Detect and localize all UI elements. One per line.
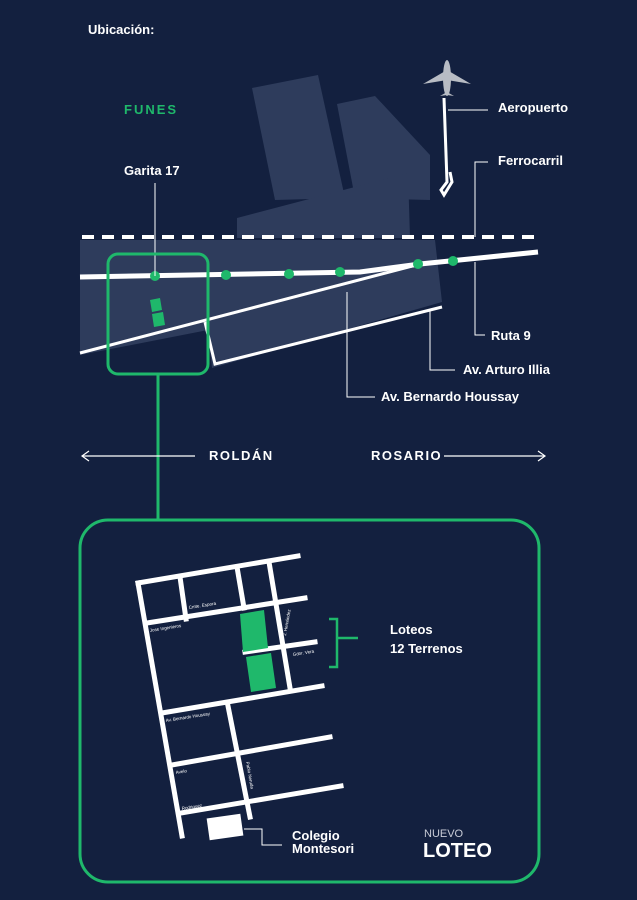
lot-marker (152, 312, 165, 327)
street-label: Cmte. Espora (188, 601, 216, 610)
airplane-icon (423, 60, 471, 96)
svg-text:ROSARIO: ROSARIO (371, 448, 442, 463)
direction-rosario: ROSARIO (371, 448, 547, 463)
leader-line (474, 262, 485, 336)
railway-label: Ferrocarril (498, 153, 563, 168)
route-label: Ruta 9 (491, 328, 531, 343)
svg-text:NUEVO: NUEVO (424, 828, 464, 840)
lots-block (246, 653, 276, 692)
arrow-left-icon (80, 450, 90, 462)
street-label: J. Hernández (282, 608, 292, 636)
nuevo-loteo-logo: NUEVO LOTEO (423, 828, 492, 862)
svg-text:ROLDÁN: ROLDÁN (209, 448, 274, 463)
detail-streets (135, 553, 344, 839)
svg-text:LOTEO: LOTEO (423, 840, 492, 862)
detail-map-frame (78, 518, 541, 884)
street-label: Avelo (175, 768, 187, 775)
lots-count: 12 Terrenos (390, 641, 463, 656)
street-label: Rodriguez (181, 803, 203, 811)
airport-label: Aeropuerto (498, 100, 568, 115)
lots-title: Loteos (390, 622, 433, 637)
arrow-right-icon (537, 450, 547, 462)
street-label: Gdor. Vera (292, 649, 315, 657)
bernardo-houssay-label: Av. Bernardo Houssay (381, 389, 520, 404)
stops (150, 256, 458, 281)
runway (439, 97, 454, 198)
lot-marker (150, 298, 162, 312)
town-label-funes: FUNES (124, 102, 178, 117)
leader-line (429, 310, 455, 371)
lots-bracket (329, 617, 339, 669)
street-label: Pablo Neruda (245, 761, 255, 789)
page-title: Ubicación: (88, 22, 154, 37)
street-label: Jose Ingenieros (149, 623, 182, 633)
lots-block (240, 610, 268, 652)
leader-line (244, 828, 282, 846)
arturo-illia-label: Av. Arturo Illia (463, 362, 551, 377)
direction-roldan: ROLDÁN (80, 448, 274, 463)
gate-label: Garita 17 (124, 163, 180, 178)
ruta-9-road (79, 249, 539, 280)
school-label-line1: Colegio (292, 828, 340, 843)
leader-line (474, 161, 488, 237)
school-building (206, 813, 244, 841)
school-label-line2: Montesori (292, 841, 354, 856)
leader-line (346, 292, 375, 398)
bernardo-houssay-road (79, 262, 421, 355)
